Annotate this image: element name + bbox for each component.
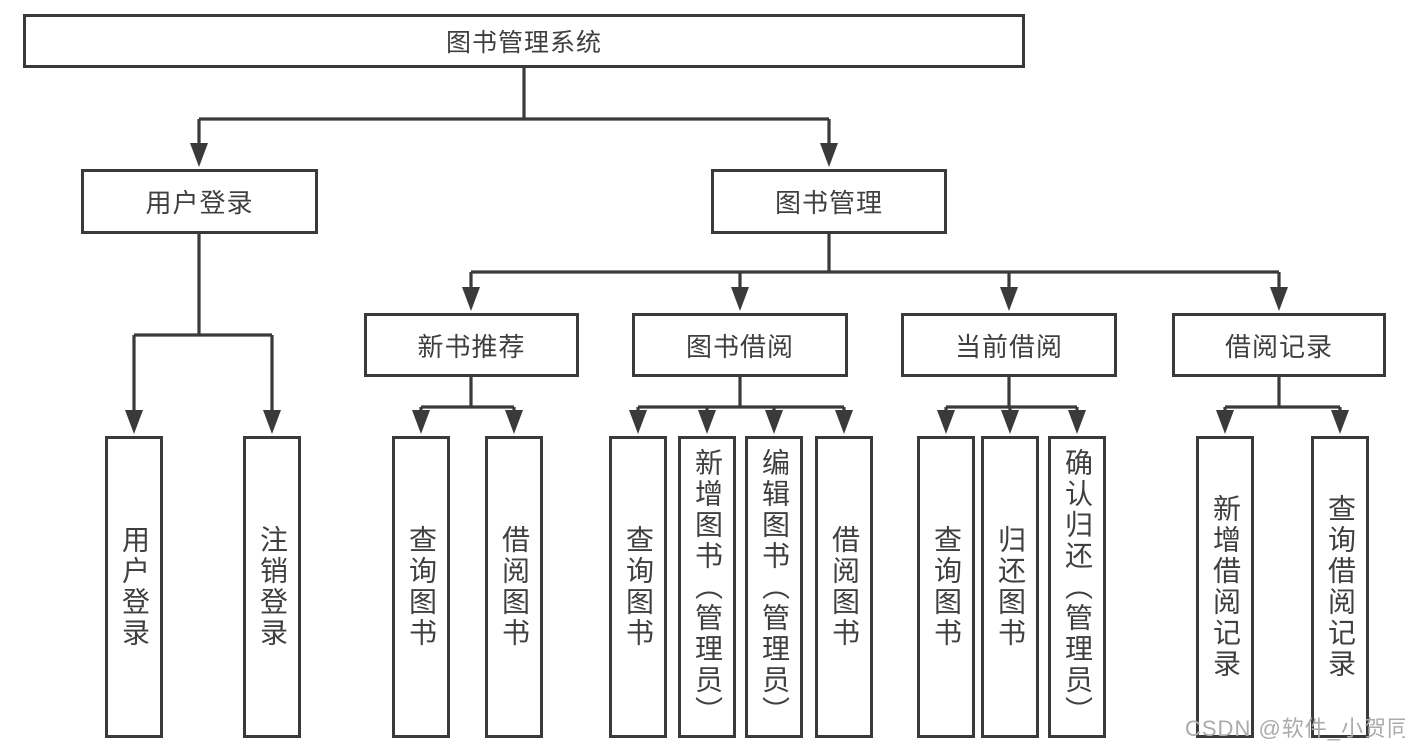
leaf-confirm-return-admin-label: 确认归还（管理员） [1062,447,1093,727]
leaf-query-books-recommend-label: 查询图书 [406,525,437,649]
connector-book-borrowing [636,377,846,416]
leaf-query-books-current: 查询图书 [917,436,975,738]
leaf-query-books-borrowing-label: 查询图书 [623,525,654,649]
arrowhead-icon [820,143,838,167]
arrowhead-icon [1001,410,1019,434]
arrowhead-icon [1331,410,1349,434]
leaf-return-book-label: 归还图书 [995,525,1026,649]
arrowhead-icon [765,410,783,434]
leaf-borrow-books-recommend: 借阅图书 [485,436,543,738]
leaf-add-book-admin: 新增图书（管理员） [678,436,736,738]
arrowhead-icon [1216,410,1234,434]
leaf-borrow-books: 借阅图书 [815,436,873,738]
leaf-user-login: 用户登录 [105,436,163,738]
leaf-edit-book-admin: 编辑图书（管理员） [745,436,803,738]
leaf-return-book: 归还图书 [981,436,1039,738]
leaf-borrow-books-label: 借阅图书 [829,525,860,649]
leaf-user-login-label: 用户登录 [119,525,150,649]
leaf-borrow-books-recommend-label: 借阅图书 [499,525,530,649]
arrowhead-icon [731,287,749,311]
arrowhead-icon [412,410,430,434]
connector-root [197,68,831,146]
leaf-edit-book-admin-label: 编辑图书（管理员） [759,447,790,727]
leaf-confirm-return-admin: 确认归还（管理员） [1048,436,1106,738]
node-book-borrowing: 图书借阅 [632,313,848,377]
arrowhead-icon [190,143,208,167]
csdn-watermark: CSDN @软件_小贺同学 [1185,716,1405,741]
leaf-query-borrow-record-label: 查询借阅记录 [1325,494,1356,680]
leaf-query-books-recommend: 查询图书 [392,436,450,738]
leaf-logout-label: 注销登录 [257,525,288,649]
arrowhead-icon [1270,287,1288,311]
arrowhead-icon [505,410,523,434]
node-book-management: 图书管理 [711,169,947,234]
arrowhead-icon [937,410,955,434]
arrowhead-icon [125,410,143,434]
arrowhead-icon [263,410,281,434]
leaf-query-books-current-label: 查询图书 [931,525,962,649]
connector-user-login [132,234,274,416]
connector-arrowheads [125,143,1349,434]
arrowhead-icon [462,287,480,311]
arrowhead-icon [698,410,716,434]
node-user-login: 用户登录 [81,169,318,234]
leaf-add-borrow-record-label: 新增借阅记录 [1210,494,1241,680]
node-new-book-recommend: 新书推荐 [364,313,579,377]
leaf-add-book-admin-label: 新增图书（管理员） [692,447,723,727]
connector-lines [132,68,1342,416]
arrowhead-icon [629,410,647,434]
node-current-borrowing: 当前借阅 [901,313,1117,377]
node-borrow-records: 借阅记录 [1172,313,1386,377]
arrowhead-icon [835,410,853,434]
leaf-logout: 注销登录 [243,436,301,738]
arrowhead-icon [1000,287,1018,311]
leaf-query-borrow-record: 查询借阅记录 [1311,436,1369,738]
connector-book-management [469,234,1281,290]
connector-borrow-records [1223,377,1342,416]
leaf-add-borrow-record: 新增借阅记录 [1196,436,1254,738]
arrowhead-icon [1068,410,1086,434]
leaf-query-books-borrowing: 查询图书 [609,436,667,738]
node-root: 图书管理系统 [23,14,1025,68]
connector-new-book-recommend [419,377,516,416]
